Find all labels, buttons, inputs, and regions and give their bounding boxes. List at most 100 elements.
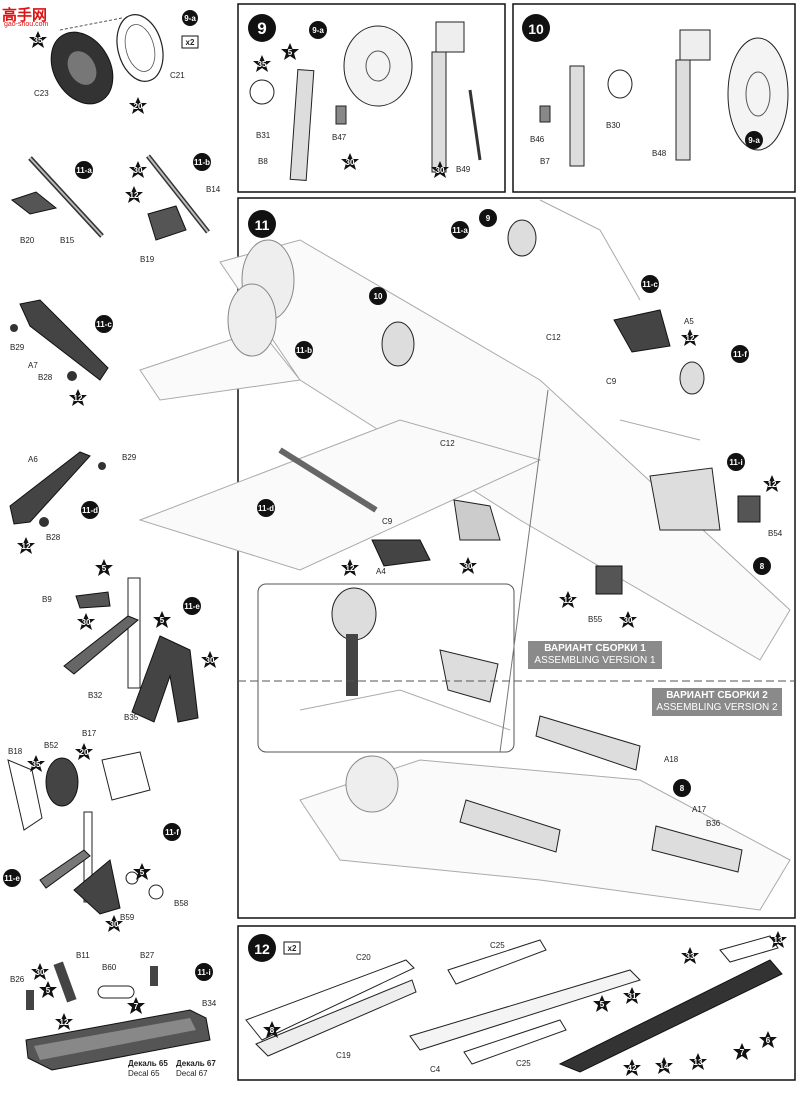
svg-text:A18: A18 [664, 755, 679, 764]
svg-text:35: 35 [258, 60, 267, 69]
svg-text:30: 30 [110, 920, 119, 929]
detail-inset [257, 583, 515, 753]
svg-text:x2: x2 [288, 944, 297, 953]
svg-text:30: 30 [346, 158, 355, 167]
variant-1-label: ВАРИАНТ СБОРКИ 1 ASSEMBLING VERSION 1 [528, 641, 662, 669]
svg-text:C9: C9 [382, 517, 393, 526]
svg-text:11-b: 11-b [194, 158, 210, 167]
svg-text:B20: B20 [20, 236, 35, 245]
svg-text:20: 20 [134, 102, 143, 111]
svg-text:30: 30 [82, 618, 91, 627]
svg-text:B19: B19 [140, 255, 155, 264]
step-10-drawing [539, 29, 789, 167]
svg-text:12: 12 [768, 480, 777, 489]
step-9a-label: 9-a [184, 14, 196, 23]
svg-text:12: 12 [564, 596, 573, 605]
svg-text:B52: B52 [44, 741, 59, 750]
svg-text:C25: C25 [516, 1059, 531, 1068]
step-10-badge [522, 14, 550, 42]
panel-step-9 [237, 3, 506, 193]
svg-text:9-a: 9-a [748, 136, 760, 145]
svg-text:7: 7 [740, 1048, 745, 1057]
svg-text:5: 5 [140, 868, 145, 877]
svg-text:B28: B28 [38, 373, 53, 382]
svg-text:5: 5 [102, 564, 107, 573]
subassembly-11c-drawing [10, 299, 109, 381]
svg-text:11-e: 11-e [4, 874, 20, 883]
svg-text:B59: B59 [120, 913, 135, 922]
svg-text:11-f: 11-f [733, 350, 747, 359]
svg-text:20: 20 [80, 748, 89, 757]
svg-text:B58: B58 [174, 899, 189, 908]
svg-text:B28: B28 [46, 533, 61, 542]
svg-text:B26: B26 [10, 975, 25, 984]
svg-text:6: 6 [766, 1036, 771, 1045]
step-9a-badge [182, 10, 198, 26]
panel-step-11 [237, 197, 796, 919]
svg-text:11-b: 11-b [296, 346, 312, 355]
step-11-number: 11 [255, 217, 270, 233]
svg-text:5: 5 [600, 1000, 605, 1009]
svg-text:8: 8 [760, 562, 765, 571]
svg-text:12: 12 [74, 394, 83, 403]
svg-text:B9: B9 [42, 595, 52, 604]
svg-text:8: 8 [680, 784, 685, 793]
svg-text:13: 13 [774, 936, 783, 945]
svg-text:11-e: 11-e [184, 602, 200, 611]
multiplier-box [181, 35, 199, 49]
svg-text:31: 31 [628, 992, 637, 1001]
svg-text:8: 8 [270, 1026, 275, 1035]
watermark-cn: 高手网 [2, 6, 48, 24]
svg-text:B14: B14 [206, 185, 221, 194]
subassembly-11a-drawing [10, 156, 104, 238]
svg-text:11-c: 11-c [642, 280, 658, 289]
svg-text:5: 5 [46, 986, 51, 995]
svg-text:12: 12 [686, 334, 695, 343]
svg-text:B30: B30 [606, 121, 621, 130]
svg-text:B49: B49 [456, 165, 471, 174]
svg-text:33: 33 [686, 952, 695, 961]
svg-text:9-a: 9-a [312, 26, 324, 35]
step-11-badge [248, 210, 276, 238]
svg-text:30: 30 [624, 616, 633, 625]
aircraft-fuselage-drawing [138, 199, 791, 661]
version-2-drawing [299, 715, 791, 911]
svg-text:B29: B29 [10, 343, 25, 352]
svg-text:B7: B7 [540, 157, 550, 166]
svg-text:30: 30 [436, 166, 445, 175]
subassembly-11b-drawing [146, 154, 210, 241]
svg-text:C21: C21 [170, 71, 185, 80]
svg-text:30: 30 [464, 562, 473, 571]
svg-text:C25: C25 [490, 941, 505, 950]
svg-text:A7: A7 [28, 361, 38, 370]
svg-text:7: 7 [134, 1002, 139, 1011]
svg-text:B15: B15 [60, 236, 75, 245]
svg-text:42: 42 [628, 1064, 637, 1073]
wheel-9a-drawing [50, 14, 164, 105]
svg-text:11-a: 11-a [452, 226, 468, 235]
svg-text:B18: B18 [8, 747, 23, 756]
svg-text:12: 12 [22, 542, 31, 551]
svg-text:9: 9 [486, 214, 491, 223]
svg-text:C19: C19 [336, 1051, 351, 1060]
svg-text:11-c: 11-c [96, 320, 112, 329]
svg-text:B55: B55 [588, 615, 603, 624]
svg-text:11-d: 11-d [82, 506, 98, 515]
step-9-number: 9 [257, 19, 266, 38]
panel-step-10 [512, 3, 796, 193]
svg-text:30: 30 [134, 166, 143, 175]
svg-text:12: 12 [346, 564, 355, 573]
svg-text:Декаль 65: Декаль 65 [128, 1059, 168, 1068]
svg-text:B35: B35 [124, 713, 139, 722]
svg-text:A5: A5 [684, 317, 694, 326]
subassembly-11f-drawing [7, 751, 164, 915]
svg-text:B29: B29 [122, 453, 137, 462]
svg-text:35: 35 [32, 760, 41, 769]
svg-text:C20: C20 [356, 953, 371, 962]
svg-text:B34: B34 [202, 999, 217, 1008]
svg-text:11-f: 11-f [165, 828, 179, 837]
svg-text:5: 5 [288, 48, 293, 57]
svg-text:C23: C23 [34, 89, 49, 98]
step-11-parts-drawing [278, 219, 761, 595]
